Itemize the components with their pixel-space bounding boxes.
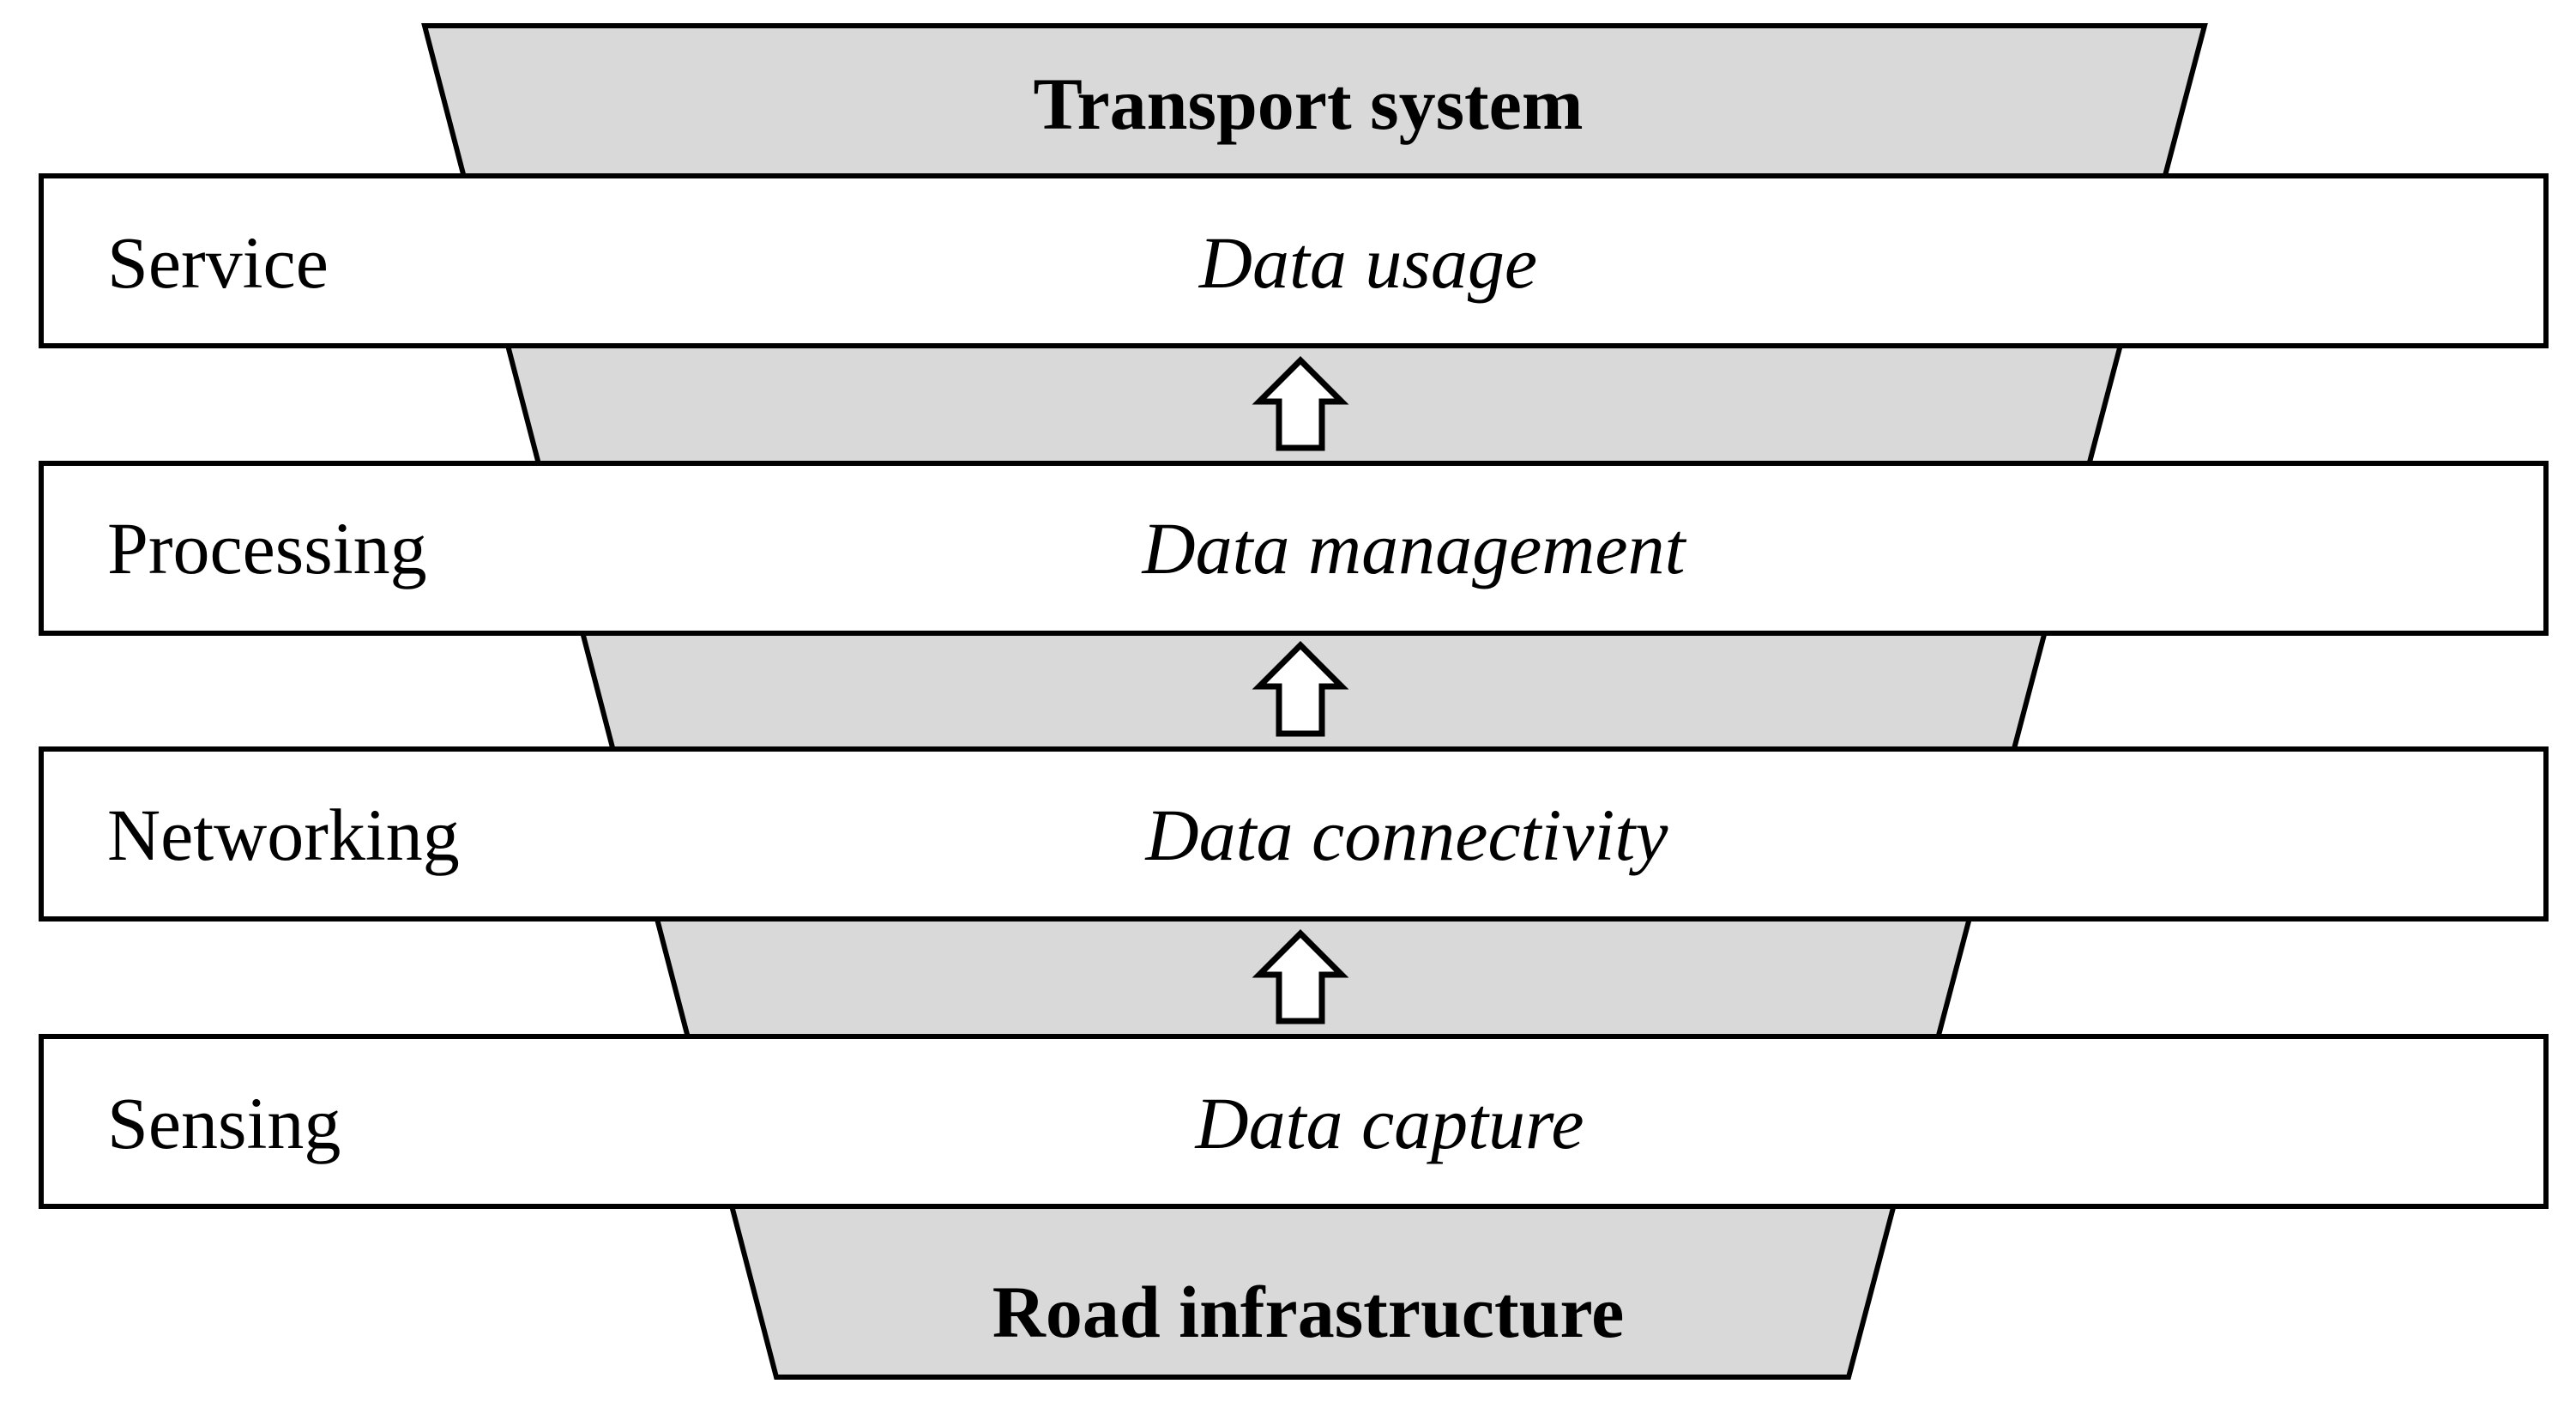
layer-role: Data capture [1194, 1082, 1584, 1164]
layer-box [39, 746, 2549, 922]
layer-name: Networking [107, 794, 460, 876]
layer-role: Data management [1142, 507, 1687, 589]
layer-networking: Networking Data connectivity [39, 746, 2549, 922]
bottom-label: Road infrastructure [992, 1271, 1625, 1353]
layer-service: Service Data usage [39, 173, 2549, 348]
up-arrow-icon [1252, 641, 1349, 737]
layer-box [39, 1034, 2549, 1209]
layer-sensing: Sensing Data capture [39, 1034, 2549, 1209]
up-arrow-icon [1252, 929, 1349, 1024]
layer-processing: Processing Data management [39, 461, 2549, 636]
up-arrow-icon [1252, 356, 1349, 451]
top-label: Transport system [1034, 63, 1584, 145]
layer-role: Data usage [1198, 221, 1537, 304]
layer-box [39, 461, 2549, 636]
layer-name: Sensing [107, 1082, 341, 1164]
layer-box [39, 173, 2549, 348]
layer-role: Data connectivity [1145, 794, 1669, 876]
layer-name: Processing [107, 507, 427, 589]
layer-name: Service [107, 221, 329, 304]
